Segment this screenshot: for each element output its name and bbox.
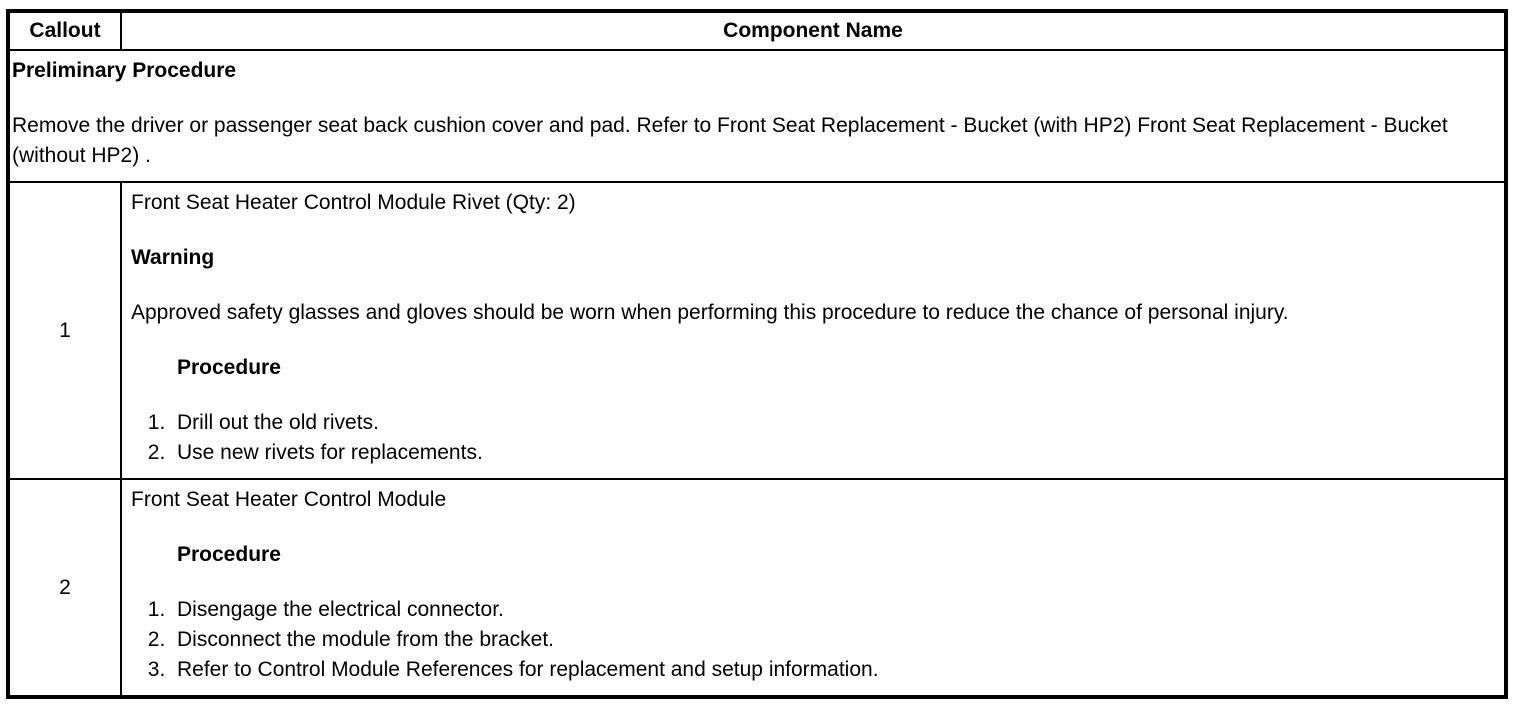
callout-component-table: Callout Component Name Preliminary Proce… xyxy=(6,9,1508,699)
procedure-step: Refer to Control Module References for r… xyxy=(177,655,1474,685)
component-name: Front Seat Heater Control Module Rivet (… xyxy=(131,191,576,214)
callout-number: 1 xyxy=(7,181,122,480)
table-row-callout-1: 1 Front Seat Heater Control Module Rivet… xyxy=(7,181,1507,480)
procedure-steps: Disengage the electrical connector.Disco… xyxy=(131,595,1474,685)
component-cell: Front Seat Heater Control Module Rivet (… xyxy=(120,181,1507,480)
callout-column-header: Callout xyxy=(7,10,122,51)
component-name-column-header: Component Name xyxy=(120,10,1507,51)
procedure-title: Procedure xyxy=(177,356,281,379)
callout-number: 2 xyxy=(7,478,122,698)
preliminary-procedure-cell: Preliminary Procedure Remove the driver … xyxy=(7,49,1507,183)
component-name: Front Seat Heater Control Module xyxy=(131,488,447,511)
preliminary-procedure-title: Preliminary Procedure xyxy=(12,59,237,82)
procedure-title: Procedure xyxy=(177,543,281,566)
table-header-row: Callout Component Name xyxy=(7,10,1507,51)
preliminary-procedure-text: Remove the driver or passenger seat back… xyxy=(12,114,1448,167)
procedure-step: Disconnect the module from the bracket. xyxy=(177,625,1474,655)
procedure-step: Drill out the old rivets. xyxy=(177,408,1474,438)
procedure-steps: Drill out the old rivets.Use new rivets … xyxy=(131,408,1474,468)
component-cell: Front Seat Heater Control Module Procedu… xyxy=(120,478,1507,698)
table-row-callout-2: 2 Front Seat Heater Control Module Proce… xyxy=(7,478,1507,698)
warning-title: Warning xyxy=(131,246,215,269)
preliminary-procedure-row: Preliminary Procedure Remove the driver … xyxy=(7,49,1507,183)
procedure-step: Use new rivets for replacements. xyxy=(177,438,1474,468)
warning-text: Approved safety glasses and gloves shoul… xyxy=(131,301,1289,324)
procedure-step: Disengage the electrical connector. xyxy=(177,595,1474,625)
